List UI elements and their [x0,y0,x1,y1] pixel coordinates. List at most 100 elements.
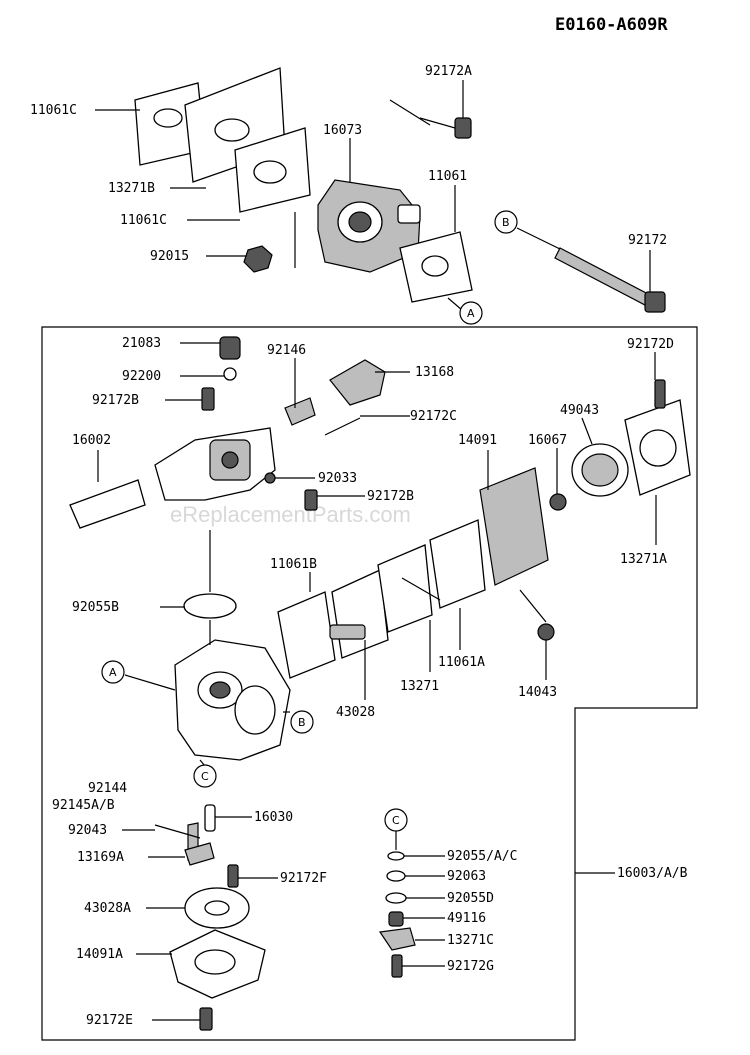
pump-cover-14091 [479,467,549,586]
label-11061a: 11061A [438,655,485,670]
label-92055d: 92055D [447,891,494,906]
label-92146: 92146 [267,343,306,358]
svg-text:B: B [502,216,510,229]
label-13169a: 13169A [77,850,124,865]
label-92172: 92172 [628,233,667,248]
label-14091a: 14091A [76,947,123,962]
label-13271b: 13271B [108,181,155,196]
label-16030: 16030 [254,810,293,825]
label-92200: 92200 [122,369,161,384]
spring-49116 [388,911,404,927]
gasket-13271a [624,399,691,496]
svg-text:A: A [109,666,117,679]
label-92172c: 92172C [410,409,457,424]
label-21083: 21083 [122,336,161,351]
screw-92172a [419,117,472,139]
label-92172f: 92172F [280,871,327,886]
svg-text:C: C [201,770,209,783]
screw-92172c [324,417,361,436]
callout-b-main: B [290,710,314,734]
washer-92200 [223,367,237,381]
lever-13168 [329,359,386,406]
callout-c-kit: C [384,808,408,832]
callout-c-main: C [193,764,217,788]
needle-16030 [204,804,216,832]
cap-49043 [571,443,629,497]
o-ring-92063 [386,870,406,882]
pin-92043 [154,824,201,839]
label-16073: 16073 [323,123,362,138]
label-13271a: 13271A [620,552,667,567]
spring-92146 [284,397,316,426]
label-92033: 92033 [318,471,357,486]
label-92055b: 92055B [72,600,119,615]
label-11061c-top: 11061C [30,103,77,118]
label-92015: 92015 [150,249,189,264]
insulator-16073 [317,179,421,273]
filter-16067 [549,493,567,511]
carburetor-body-lower [174,639,291,761]
gasket-stack [134,67,311,213]
label-92172d: 92172D [627,337,674,352]
callout-a-top: A [459,301,483,325]
callout-b-top: B [494,210,518,234]
screw-92172g [391,954,403,978]
svg-text:C: C [392,814,400,827]
label-13271: 13271 [400,679,439,694]
cap-21083 [219,336,241,360]
svg-text:B: B [298,716,306,729]
label-92063: 92063 [447,869,486,884]
screw-92172f [227,864,239,888]
lever-43028 [329,624,366,640]
plate-14091 [429,519,486,609]
screw-92172e [199,1007,213,1031]
carburetor-body-upper [69,427,276,529]
assembly-outline [41,326,698,1041]
bolt-92172 [516,227,666,313]
lever-13169a [184,842,215,866]
label-92172e: 92172E [86,1013,133,1028]
label-16003-a-b: 16003/A/B [617,866,688,881]
label-92172b-top: 92172B [92,393,139,408]
label-16002: 16002 [72,433,111,448]
label-49116: 49116 [447,911,486,926]
label-92172b-mid: 92172B [367,489,414,504]
screw-92172b-mid [304,489,318,511]
label-43028a: 43028A [84,901,131,916]
label-92145ab: 92145A/B [52,798,115,813]
gasket-11061 [399,231,473,303]
label-49043: 49043 [560,403,599,418]
label-11061c-bottom: 11061C [120,213,167,228]
nut-92015 [243,245,273,273]
screw-92172d [654,379,666,409]
cover-14091a [169,929,266,999]
label-16067: 16067 [528,433,567,448]
label-14091: 14091 [458,433,497,448]
gasket-11061b [277,591,336,679]
label-13168: 13168 [415,365,454,380]
gasket-11061a [377,544,433,633]
screw-92172b-top [201,387,215,411]
label-92172a: 92172A [425,64,472,79]
diagram-code: E0160-A609R [555,15,668,35]
o-ring-920558 [183,593,237,619]
screw-14043 [537,623,555,641]
washer-92055d [385,892,407,904]
label-11061: 11061 [428,169,467,184]
pump-diaphragm-13271 [331,569,389,659]
label-14043: 14043 [518,685,557,700]
label-13271c: 13271C [447,933,494,948]
washer-92055-a-c [387,851,405,861]
label-92172g: 92172G [447,959,494,974]
label-43028: 43028 [336,705,375,720]
label-92043: 92043 [68,823,107,838]
diaphragm-13271c [378,927,416,951]
label-11061b: 11061B [270,557,317,572]
label-92055-a-c: 92055/A/C [447,849,517,864]
svg-text:A: A [467,307,475,320]
callout-a-main: A [101,660,125,684]
label-92144: 92144 [88,781,127,796]
watermark: eReplacementParts.com [170,502,411,527]
pin-92033 [264,472,276,484]
